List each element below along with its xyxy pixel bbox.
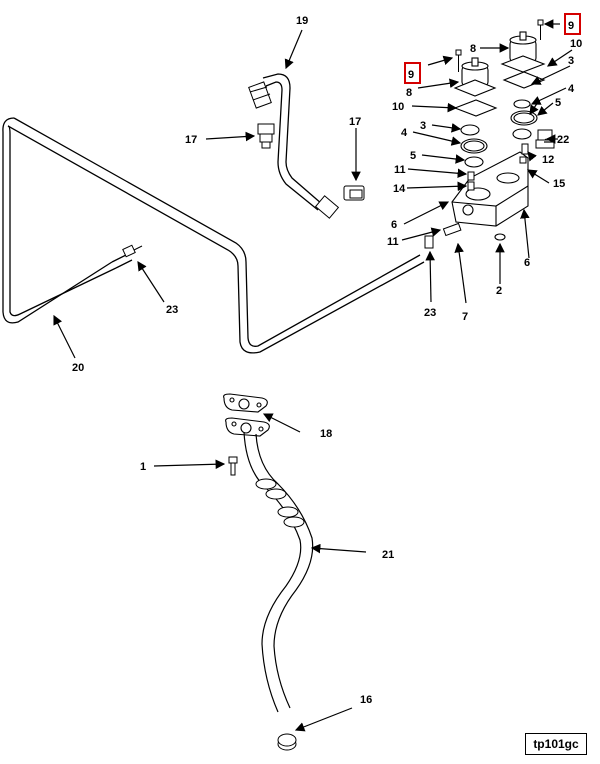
callout-16: 16	[360, 694, 372, 706]
small-fittings	[424, 143, 529, 249]
screws-9	[455, 19, 544, 72]
callout-14: 14	[393, 183, 406, 195]
fitting-17-right	[343, 185, 365, 201]
cap-16	[277, 733, 297, 751]
callout-6-left: 6	[391, 219, 397, 231]
valve-block	[451, 151, 529, 227]
svg-text:9: 9	[408, 69, 414, 81]
highlighted-callout-9-right: 9	[564, 13, 581, 35]
solenoid-left	[453, 57, 498, 117]
fitting-19-top	[248, 81, 272, 109]
callout-8-right: 8	[470, 43, 476, 55]
seal-rings	[460, 99, 538, 241]
callout-12: 12	[542, 154, 554, 166]
gasket-18	[223, 393, 270, 437]
callout-17-left: 17	[185, 134, 197, 146]
callout-1: 1	[140, 461, 146, 473]
solenoid-right	[500, 31, 546, 89]
callout-labels: 19 17 17 8 10 3 8 4 5 10 3 4 5 22 12 11 …	[72, 15, 582, 706]
callout-21: 21	[382, 549, 394, 561]
tube-19	[262, 73, 323, 211]
callout-2: 2	[496, 285, 502, 297]
fitting-17-left	[257, 123, 275, 149]
callout-10-left: 10	[392, 101, 404, 113]
bolt-1	[228, 456, 238, 476]
callout-11-lower: 11	[387, 236, 399, 248]
callout-17-right: 17	[349, 116, 361, 128]
leader-lines	[53, 19, 573, 732]
callout-3-right: 3	[568, 55, 574, 67]
callout-8-left: 8	[406, 87, 412, 99]
callout-7: 7	[462, 311, 468, 323]
callout-22: 22	[557, 134, 569, 146]
callout-19: 19	[296, 15, 308, 27]
callout-23-left: 23	[166, 304, 178, 316]
callout-10-right: 10	[570, 38, 582, 50]
callout-5-right: 5	[555, 97, 561, 109]
callout-15: 15	[553, 178, 565, 190]
callout-20: 20	[72, 362, 84, 374]
callout-23-right: 23	[424, 307, 436, 319]
callout-11-upper: 11	[394, 164, 406, 176]
callout-18: 18	[320, 428, 332, 440]
callout-4-right: 4	[568, 83, 575, 95]
pipe-21-bands	[255, 478, 305, 528]
callout-5-left: 5	[410, 150, 416, 162]
svg-text:9: 9	[568, 20, 574, 32]
drawing-reference-code: tp101gc	[525, 733, 587, 755]
highlighted-callout-9-left: 9	[404, 62, 421, 84]
connector-23-left	[122, 244, 143, 258]
pipe-21	[243, 431, 314, 713]
callout-6-right: 6	[524, 257, 530, 269]
tube-assembly-20	[2, 117, 425, 354]
callout-3-left: 3	[420, 120, 426, 132]
callout-4-left: 4	[401, 127, 408, 139]
fitting-19-bottom	[314, 195, 340, 219]
